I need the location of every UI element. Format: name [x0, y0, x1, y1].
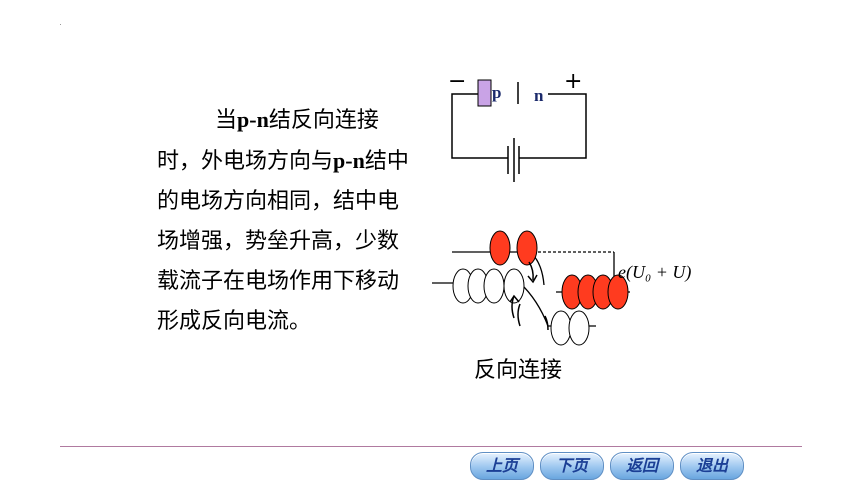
navigation-bar: 上页 下页 返回 退出 — [470, 452, 744, 480]
electron — [503, 268, 525, 304]
p-region-block — [477, 79, 492, 107]
hole — [607, 274, 629, 310]
circuit — [451, 82, 587, 182]
hole — [489, 230, 511, 266]
corner-mark — [60, 24, 61, 25]
p-label: p — [492, 83, 501, 102]
next-page-button[interactable]: 下页 — [540, 452, 604, 480]
para-text-2: 结反向连接时，外电场方向与 — [157, 108, 379, 174]
pn-term-2: p-n — [333, 148, 365, 173]
p-side-electrons — [452, 268, 525, 304]
explanation-paragraph: 当p-n结反向连接时，外电场方向与p-n结中的电场方向相同，结中电场增强，势垒升… — [157, 100, 417, 342]
minus-terminal: − — [448, 69, 466, 94]
carrier-arrows — [509, 261, 549, 331]
electron — [568, 310, 590, 346]
plus-terminal: + — [564, 69, 582, 94]
exit-button[interactable]: 退出 — [680, 452, 744, 480]
prev-page-button[interactable]: 上页 — [470, 452, 534, 480]
electron — [483, 268, 505, 304]
pn-term-1: p-n — [237, 107, 269, 132]
energy-barrier-label: e(U₀ + U) — [618, 262, 691, 283]
para-text-3: 结中的电场方向相同，结中电场增强，势垒升高，少数载流子在电场作用下移动形成反向电… — [157, 149, 409, 334]
n-side-electrons — [550, 310, 590, 346]
electron — [550, 310, 572, 346]
para-text-1: 当 — [215, 108, 238, 133]
n-label: n — [534, 86, 544, 105]
n-side-holes — [561, 274, 629, 310]
diagram-caption: 反向连接 — [474, 358, 563, 383]
hole — [516, 230, 538, 266]
back-button[interactable]: 返回 — [610, 452, 674, 480]
p-side-holes — [489, 230, 538, 266]
footer-divider — [60, 446, 802, 447]
